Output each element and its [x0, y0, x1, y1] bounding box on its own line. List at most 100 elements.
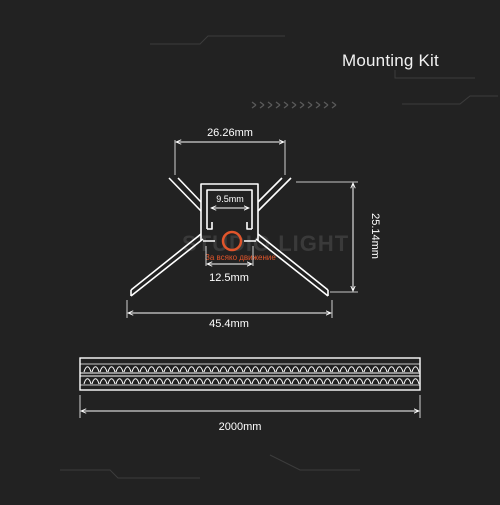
strip-pattern-mark	[363, 366, 372, 373]
strip-pattern-mark	[347, 366, 356, 373]
strip-pattern-mark	[291, 366, 300, 373]
profile-cross-section	[130, 177, 329, 297]
strip-pattern-top	[83, 366, 420, 373]
strip-pattern-mark	[315, 366, 324, 373]
strip-pattern-mark	[371, 366, 380, 373]
strip-pattern-mark	[99, 366, 108, 373]
strip-pattern-mark	[243, 366, 252, 373]
strip-pattern-mark	[411, 366, 420, 373]
page-title: Mounting Kit	[342, 51, 439, 70]
strip-pattern-bottom	[83, 378, 420, 385]
left-top-flange	[168, 177, 202, 212]
strip-pattern-mark	[155, 378, 164, 385]
strip-pattern-mark	[187, 366, 196, 373]
dim-top-width: 26.26mm	[174, 127, 286, 175]
strip-pattern-mark	[179, 366, 188, 373]
strip-pattern-mark	[323, 378, 332, 385]
strip-pattern-mark	[131, 366, 140, 373]
right-wing-inner	[255, 238, 329, 297]
strip-pattern-mark	[219, 378, 228, 385]
strip-pattern-mark	[355, 378, 364, 385]
strip-pattern-mark	[387, 378, 396, 385]
strip-pattern-mark	[403, 378, 412, 385]
strip-pattern-mark	[331, 366, 340, 373]
strip-pattern-mark	[275, 378, 284, 385]
watermark-logo-mark	[221, 230, 243, 252]
strip-pattern-mark	[91, 378, 100, 385]
strip-pattern-mark	[123, 366, 132, 373]
dim-length: 2000mm	[79, 395, 421, 433]
strip-pattern-mark	[131, 378, 140, 385]
strip-pattern-mark	[115, 378, 124, 385]
strip-pattern-mark	[91, 366, 100, 373]
strip-pattern-mark	[235, 378, 244, 385]
dim-height: 25.14mm	[296, 181, 381, 293]
channel-outer	[200, 183, 259, 241]
strip-pattern-mark	[83, 378, 92, 385]
channel-inner	[206, 189, 253, 229]
strip-pattern-mark	[171, 366, 180, 373]
dim-channel-width: 9.5mm	[211, 194, 249, 208]
left-wing	[130, 233, 202, 291]
strip-pattern-mark	[107, 378, 116, 385]
strip-pattern-mark	[283, 378, 292, 385]
strip-pattern-mark	[267, 366, 276, 373]
strip-pattern-mark	[179, 378, 188, 385]
strip-pattern-mark	[299, 366, 308, 373]
strip-pattern-mark	[163, 366, 172, 373]
strip-pattern-mark	[147, 366, 156, 373]
dim-top-width-label: 26.26mm	[207, 127, 253, 139]
right-top-flange-inner	[257, 177, 283, 203]
strip-pattern-mark	[315, 378, 324, 385]
strip-pattern-mark	[403, 366, 412, 373]
strip-pattern-mark	[195, 366, 204, 373]
strip-pattern-mark	[331, 378, 340, 385]
strip-pattern-mark	[307, 366, 316, 373]
decorative-lines	[60, 35, 498, 479]
right-wing	[257, 233, 329, 291]
strip-pattern-mark	[219, 366, 228, 373]
strip-pattern-mark	[163, 378, 172, 385]
left-top-flange-inner	[177, 177, 202, 203]
strip-pattern-mark	[243, 378, 252, 385]
strip-pattern-mark	[395, 378, 404, 385]
watermark: STUDIO LIGHT За всяко движение	[182, 230, 348, 262]
dim-length-label: 2000mm	[219, 421, 262, 433]
strip-pattern-mark	[259, 378, 268, 385]
strip-pattern-mark	[267, 378, 276, 385]
dim-inner-width: 12.5mm	[205, 246, 254, 284]
profile-side-view	[79, 357, 421, 391]
strip-pattern-mark	[291, 378, 300, 385]
strip-pattern-mark	[211, 378, 220, 385]
strip-pattern-mark	[259, 366, 268, 373]
strip-pattern-mark	[187, 378, 196, 385]
watermark-slogan: За всяко движение	[205, 253, 276, 262]
dim-channel-width-label: 9.5mm	[216, 194, 244, 204]
strip-pattern-mark	[251, 378, 260, 385]
dim-inner-width-label: 12.5mm	[209, 272, 249, 284]
strip-pattern-mark	[371, 378, 380, 385]
strip-pattern-mark	[283, 366, 292, 373]
strip-pattern-mark	[275, 366, 284, 373]
strip-pattern-mark	[323, 366, 332, 373]
strip-pattern-mark	[299, 378, 308, 385]
strip-pattern-mark	[339, 378, 348, 385]
strip-pattern-mark	[411, 378, 420, 385]
strip-pattern-mark	[211, 366, 220, 373]
strip-pattern-mark	[251, 366, 260, 373]
left-wing-inner	[130, 238, 204, 297]
strip-pattern-mark	[139, 366, 148, 373]
strip-pattern-mark	[203, 378, 212, 385]
strip-pattern-mark	[363, 378, 372, 385]
strip-pattern-mark	[307, 378, 316, 385]
strip-pattern-mark	[83, 366, 92, 373]
strip-pattern-mark	[395, 366, 404, 373]
strip-pattern-mark	[171, 378, 180, 385]
strip-pattern-mark	[203, 366, 212, 373]
strip-pattern-mark	[107, 366, 116, 373]
strip-pattern-mark	[227, 378, 236, 385]
strip-pattern-mark	[227, 366, 236, 373]
strip-pattern-mark	[99, 378, 108, 385]
